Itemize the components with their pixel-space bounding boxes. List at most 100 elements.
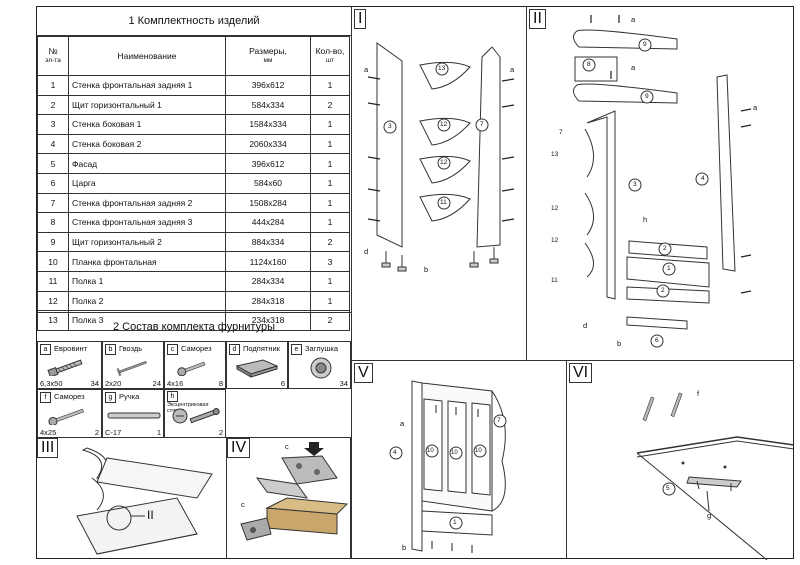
row-name: Полка 1 (68, 270, 226, 292)
p2-label-d: d (583, 321, 588, 330)
p1-label-b: b (424, 265, 429, 274)
row-num: 1 (37, 75, 69, 96)
p6-label-5: 5 (666, 485, 670, 492)
row-num: 12 (37, 290, 69, 312)
row-size: 2060х334 (225, 133, 311, 155)
hw-f-size: 4х25 (40, 428, 57, 437)
panel-IV-c-bottom: c (241, 500, 245, 509)
p5-label-10a: 10 (427, 448, 434, 454)
hw-b-name: Гвоздь (119, 344, 143, 353)
panel-IV-drawing (240, 442, 349, 541)
p2-label-3: 3 (633, 181, 637, 188)
panel-V-label: V (354, 363, 373, 383)
row-name: Полка 2 (68, 290, 226, 312)
nail-icon (116, 360, 147, 376)
row-num: 2 (37, 94, 69, 116)
row-size: 884х334 (225, 231, 311, 253)
p5-label-10b: 10 (451, 450, 458, 456)
p2-label-8: 8 (587, 61, 591, 68)
panel-IV-c-top: c (285, 442, 289, 451)
p1-label-12b: 12 (440, 159, 448, 166)
hw-d-qty: 6 (280, 379, 285, 388)
p1-label-a-left: a (364, 65, 369, 74)
row-name: Стенка фронтальная задняя 1 (68, 75, 226, 96)
panel-II-drawing (573, 15, 752, 348)
hw-item-h: hЭксцентриковая стяжка 2 (164, 389, 226, 438)
hw-e-name: Заглушка (305, 344, 339, 353)
row-qty: 1 (310, 270, 350, 292)
p2-label-9b: 9 (645, 93, 649, 100)
row-qty: 1 (310, 212, 350, 233)
row-num: 5 (37, 153, 69, 174)
p5-label-1: 1 (453, 519, 457, 526)
p5-label-4: 4 (393, 449, 397, 456)
p5-label-7: 7 (497, 417, 501, 424)
hw-a-name: Евровинт (54, 344, 88, 353)
row-num: 7 (37, 192, 69, 214)
p1-label-a-right: a (510, 65, 515, 74)
p2-label-6: 6 (655, 337, 659, 344)
p2-label-h: h (643, 215, 648, 224)
row-name: Стенка боковая 2 (68, 133, 226, 155)
glide-pad-icon (235, 359, 279, 378)
p2-label-a-mid: a (631, 63, 636, 72)
row-qty: 2 (310, 231, 350, 253)
hw-b-size: 2х20 (105, 379, 122, 388)
panel-IV-label: IV (227, 438, 251, 458)
hw-c-name: Саморез (181, 344, 212, 353)
row-size: 284х318 (225, 290, 311, 312)
panel-VI: VI f 5 g (567, 360, 794, 560)
p1-label-11: 11 (440, 199, 447, 206)
p2-label-7: 7 (559, 129, 563, 136)
col-qty-unit: шт (325, 57, 335, 64)
row-qty: 3 (310, 251, 350, 272)
panel-VI-label: VI (569, 363, 593, 383)
row-size: 396х612 (225, 75, 311, 96)
row-name: Стенка боковая 1 (68, 114, 226, 135)
hw-b-qty: 24 (152, 379, 161, 388)
row-size: 396х612 (225, 153, 311, 174)
hw-h-qty: 2 (218, 428, 223, 437)
row-qty: 1 (310, 153, 350, 174)
p2-label-4: 4 (701, 175, 705, 182)
row-size: 284х334 (225, 270, 311, 292)
p2-label-12b: 12 (551, 237, 559, 244)
panel-III: III II (37, 437, 227, 559)
row-size: 444х284 (225, 212, 311, 233)
col-size: Размеры, (249, 46, 287, 56)
p5-label-a: a (400, 419, 405, 428)
p2-label-a-top: a (631, 15, 636, 24)
row-size: 1124х160 (225, 251, 311, 272)
row-size: 1584х334 (225, 114, 311, 135)
row-qty: 2 (310, 94, 350, 116)
hw-g-size: С-17 (105, 428, 122, 437)
hw-g-name: Ручка (119, 392, 140, 401)
hw-e-qty: 34 (339, 379, 348, 388)
p5-label-b: b (402, 543, 407, 552)
row-qty: 1 (310, 192, 350, 214)
hw-a-size: 6,3х50 (40, 379, 63, 388)
screw-long-icon (48, 408, 84, 425)
section2-title: 2 Состав комплекта фурнитуры (37, 313, 351, 342)
p1-label-3: 3 (388, 123, 392, 130)
panel-V-drawing (389, 380, 507, 553)
row-num: 11 (37, 270, 69, 292)
panel-III-drawing (76, 447, 213, 555)
hw-f-name: Саморез (54, 392, 85, 401)
panel-IV: IV c c (227, 437, 351, 559)
